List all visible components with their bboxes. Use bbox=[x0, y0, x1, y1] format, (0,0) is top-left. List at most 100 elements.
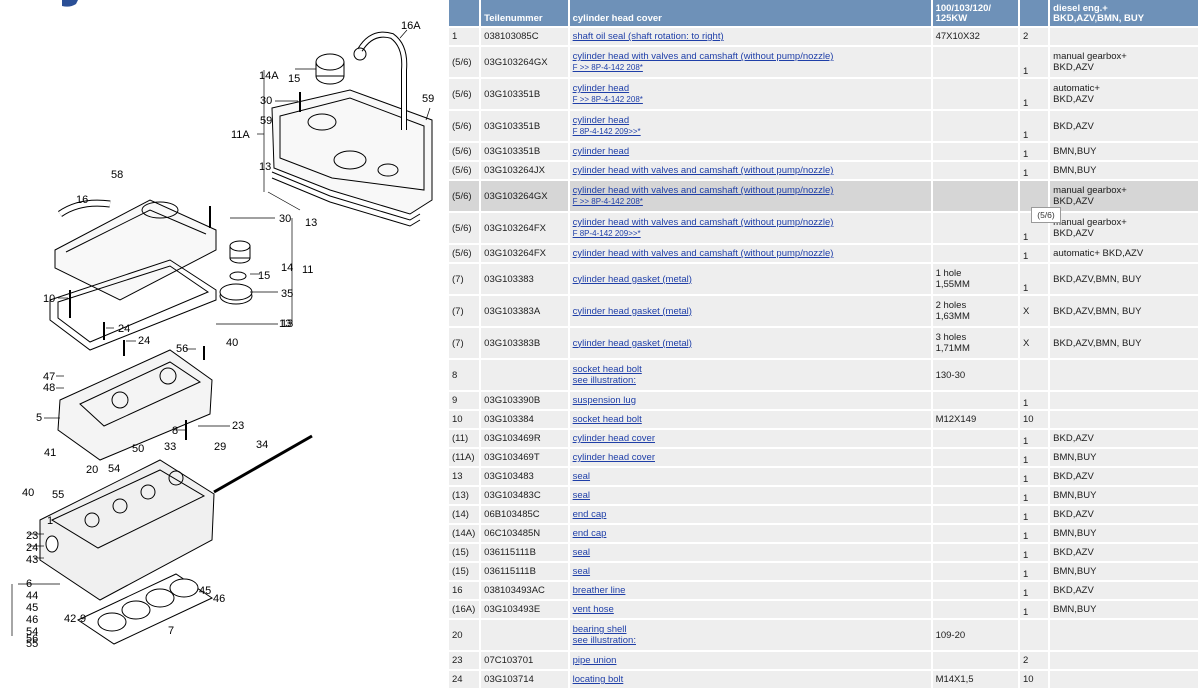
cell-specification bbox=[932, 143, 1019, 160]
callout-label: 42 bbox=[64, 613, 76, 625]
cell-part-number: 03G103351B bbox=[481, 111, 568, 141]
callout-label: 45 bbox=[199, 585, 211, 597]
cell-quantity: 1 bbox=[1020, 506, 1049, 523]
part-description-link[interactable]: cylinder head with valves and camshaft (… bbox=[572, 51, 834, 62]
part-description-link[interactable]: cylinder head with valves and camshaft (… bbox=[572, 165, 834, 176]
cell-quantity: 1 bbox=[1020, 162, 1049, 179]
part-reference-link[interactable]: F >> 8P-4-142 208* bbox=[572, 95, 643, 104]
cell-part-number: 036115111B bbox=[481, 544, 568, 561]
cell-specification bbox=[932, 111, 1019, 141]
part-description-link[interactable]: seal bbox=[572, 471, 591, 482]
callout-label: 14 bbox=[281, 262, 293, 274]
part-description-link[interactable]: socket head bolt bbox=[572, 364, 642, 375]
cell-position: (16A) bbox=[449, 601, 480, 618]
callout-label: 40 bbox=[22, 487, 34, 499]
part-description-link[interactable]: end cap bbox=[572, 528, 607, 539]
part-description-link[interactable]: pipe union bbox=[572, 655, 617, 666]
cell-quantity: 1 bbox=[1020, 392, 1049, 409]
part-description-link[interactable]: socket head bolt bbox=[572, 414, 642, 425]
callout-label: 46 bbox=[26, 614, 38, 626]
part-description-link[interactable]: breather line bbox=[572, 585, 626, 596]
part-description-link[interactable]: end cap bbox=[572, 509, 607, 520]
part-reference-link[interactable]: F 8P-4-142 209>>* bbox=[572, 229, 641, 238]
cell-position: (5/6) bbox=[449, 181, 480, 211]
cell-specification bbox=[932, 181, 1019, 211]
part-description-link[interactable]: cylinder head cover bbox=[572, 433, 655, 444]
cell-engine: BMN,BUY bbox=[1050, 162, 1198, 179]
cell-description: vent hose bbox=[569, 601, 931, 618]
cell-quantity bbox=[1020, 360, 1049, 390]
cell-position: (15) bbox=[449, 544, 480, 561]
callout-label: 30 bbox=[279, 213, 291, 225]
col-header-description: cylinder head cover bbox=[569, 0, 931, 26]
part-reference-link[interactable]: F 8P-4-142 209>>* bbox=[572, 127, 641, 136]
callout-label: 59 bbox=[422, 93, 434, 105]
cell-engine bbox=[1050, 620, 1198, 650]
part-description-link[interactable]: cylinder head gasket (metal) bbox=[572, 273, 692, 285]
part-description-link[interactable]: locating bolt bbox=[572, 674, 624, 685]
cell-description: seal bbox=[569, 544, 931, 561]
cell-engine: manual gearbox+ BKD,AZV bbox=[1050, 213, 1198, 243]
part-description-link[interactable]: cylinder head gasket (metal) bbox=[572, 305, 692, 317]
callout-label: 16 bbox=[76, 194, 88, 206]
cell-engine: BKD,AZV bbox=[1050, 468, 1198, 485]
part-description-link[interactable]: cylinder head gasket (metal) bbox=[572, 337, 692, 349]
col-header-pos bbox=[449, 0, 480, 26]
part-reference-link[interactable]: see illustration: bbox=[572, 635, 636, 646]
cell-position: (5/6) bbox=[449, 162, 480, 179]
cell-part-number: 03G103483C bbox=[481, 487, 568, 504]
part-description-link[interactable]: cylinder head bbox=[572, 83, 630, 94]
part-description-link[interactable]: seal bbox=[572, 490, 591, 501]
part-description-link[interactable]: suspension lug bbox=[572, 395, 636, 406]
callout-label: 23 bbox=[232, 420, 244, 432]
part-description-link[interactable]: shaft oil seal (shaft rotation: to right… bbox=[572, 31, 724, 42]
part-description-link[interactable]: cylinder head cover bbox=[572, 452, 655, 463]
part-description-link[interactable]: cylinder head with valves and camshaft (… bbox=[572, 217, 834, 228]
part-reference-link[interactable]: see illustration: bbox=[572, 375, 636, 386]
cell-position: (15) bbox=[449, 563, 480, 580]
cell-engine: BMN,BUY bbox=[1050, 601, 1198, 618]
cell-specification bbox=[932, 47, 1019, 77]
cell-quantity: 2 bbox=[1020, 652, 1049, 669]
cell-specification: M12X149 bbox=[932, 411, 1019, 428]
cell-position: (5/6) bbox=[449, 143, 480, 160]
col-header-engine: diesel eng.+ BKD,AZV,BMN, BUY bbox=[1050, 0, 1198, 26]
cell-description: cylinder head gasket (metal) bbox=[569, 264, 931, 294]
cell-part-number: 03G103493E bbox=[481, 601, 568, 618]
cell-engine bbox=[1050, 28, 1198, 45]
part-description-link[interactable]: seal bbox=[572, 547, 591, 558]
cell-engine: BKD,AZV,BMN, BUY bbox=[1050, 296, 1198, 326]
cell-position: (13) bbox=[449, 487, 480, 504]
part-description-link[interactable]: vent hose bbox=[572, 604, 614, 615]
cylinder-head-gasket bbox=[76, 573, 214, 645]
col-header-kw: 100/103/120/ 125KW bbox=[932, 0, 1019, 26]
cell-description: cylinder head cover bbox=[569, 430, 931, 447]
cell-position: 9 bbox=[449, 392, 480, 409]
part-description-link[interactable]: cylinder head with valves and camshaft (… bbox=[572, 185, 834, 196]
part-description-link[interactable]: seal bbox=[572, 566, 591, 577]
part-reference-link[interactable]: F >> 8P-4-142 208* bbox=[572, 197, 643, 206]
cell-specification bbox=[932, 79, 1019, 109]
cell-engine: manual gearbox+ BKD,AZV bbox=[1050, 181, 1198, 211]
cell-engine: BMN,BUY bbox=[1050, 143, 1198, 160]
cell-specification: 130-30 bbox=[932, 360, 1019, 390]
cell-position: (5/6) bbox=[449, 79, 480, 109]
cell-description: cylinder head gasket (metal) bbox=[569, 328, 931, 358]
callout-label: 8 bbox=[172, 425, 178, 437]
cell-description: socket head bolt bbox=[569, 411, 931, 428]
part-description-link[interactable]: cylinder head with valves and camshaft (… bbox=[572, 248, 834, 259]
callout-label: 43 bbox=[26, 554, 38, 566]
cell-specification: 3 holes 1,71MM bbox=[932, 328, 1019, 358]
part-description-link[interactable]: bearing shell bbox=[572, 624, 627, 635]
part-description-link[interactable]: cylinder head bbox=[572, 146, 630, 157]
part-description-link[interactable]: cylinder head bbox=[572, 115, 630, 126]
part-reference-link[interactable]: F >> 8P-4-142 208* bbox=[572, 63, 643, 72]
